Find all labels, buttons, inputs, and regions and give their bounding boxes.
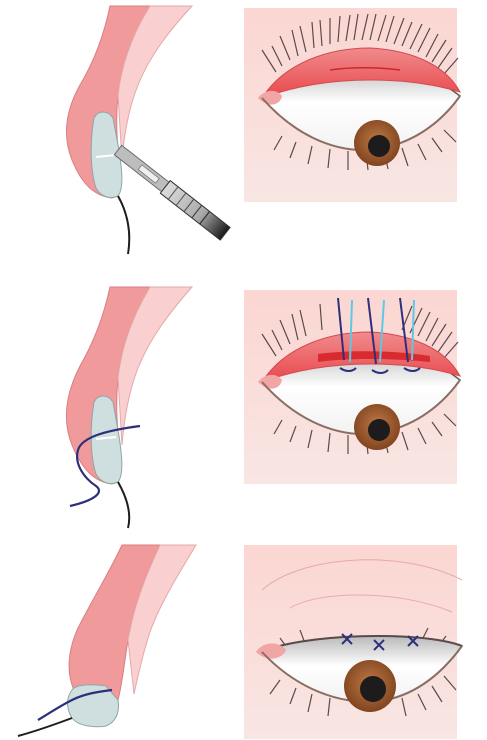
- panel-step-3: [18, 545, 462, 739]
- frontal-view-step-2: [244, 290, 460, 484]
- frontal-view-step-1: [244, 8, 460, 202]
- tarsal-plate: [91, 396, 122, 484]
- pupil: [368, 419, 390, 441]
- sagittal-view-step-2: [66, 287, 192, 528]
- eyelash-sagittal: [118, 482, 129, 528]
- panel-step-2: [66, 287, 460, 528]
- sagittal-view-step-3: [18, 545, 196, 736]
- frontal-view-step-3: [244, 545, 462, 739]
- pupil: [360, 676, 386, 702]
- scalpel-icon: [113, 144, 230, 240]
- pupil: [368, 135, 390, 157]
- panel-step-1: [66, 6, 460, 254]
- sagittal-view-step-1: [66, 6, 230, 254]
- eyelash-sagittal: [18, 718, 72, 736]
- eyelash-sagittal: [118, 196, 129, 254]
